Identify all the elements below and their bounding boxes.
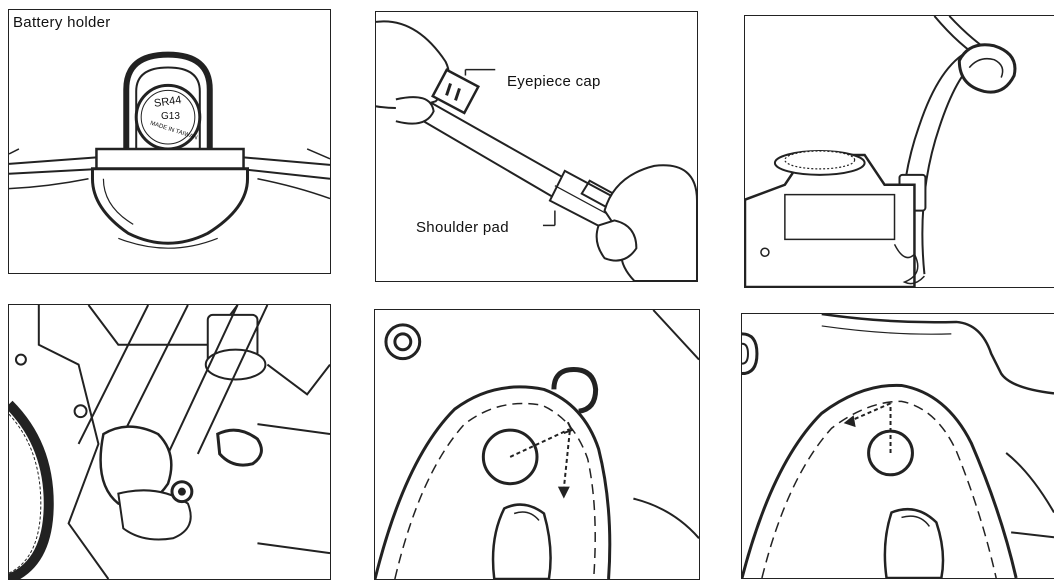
battery-text-mid: G13 <box>161 111 180 122</box>
battery-holder-illustration <box>9 10 330 273</box>
camera-strap-illustration <box>745 16 1054 287</box>
battery-holder-label: Battery holder <box>13 14 111 31</box>
panel-battery-holder: Battery holder SR44 G13 MADE IN TAIWAN <box>8 9 331 274</box>
panel-lug-attach <box>8 304 331 580</box>
panel-flap-up <box>741 313 1054 579</box>
eyepiece-cap-label: Eyepiece cap <box>507 73 601 90</box>
shoulder-pad-label: Shoulder pad <box>416 219 509 236</box>
lug-attach-illustration <box>9 305 330 579</box>
flap-down-illustration <box>375 310 699 579</box>
panel-camera-strap <box>744 15 1054 288</box>
strap-illustration <box>376 12 697 281</box>
flap-up-illustration <box>742 314 1054 578</box>
panel-flap-down <box>374 309 700 580</box>
panel-strap: Eyepiece cap Shoulder pad <box>375 11 698 282</box>
